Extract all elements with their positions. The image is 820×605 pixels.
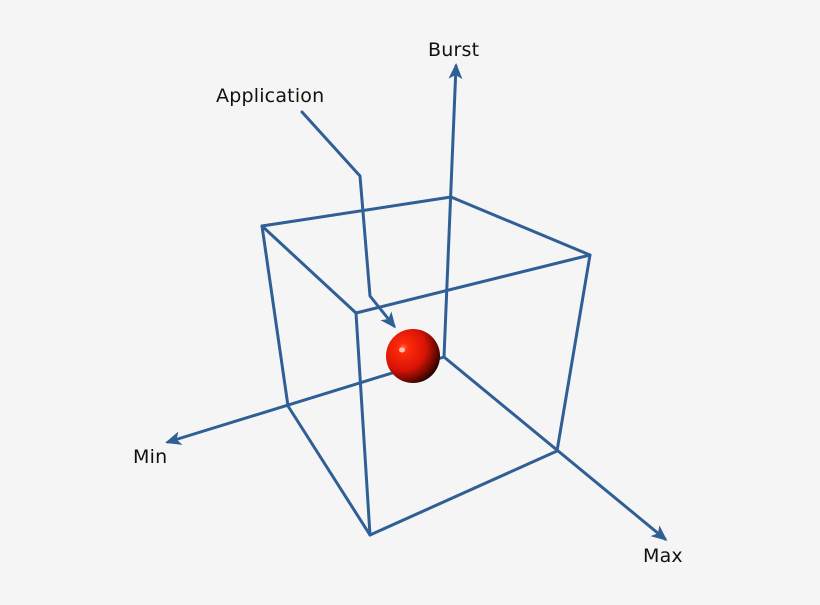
application-label: Application <box>216 85 325 107</box>
cube-edge <box>555 253 592 453</box>
cube-edge <box>260 224 290 408</box>
max-axis-arrow <box>442 355 668 541</box>
max-axis-label: Max <box>643 545 683 567</box>
cube-edge <box>286 404 372 537</box>
axes <box>165 63 668 541</box>
burst-axis-label: Burst <box>428 39 480 61</box>
cube-edge <box>354 311 372 537</box>
cube-edge <box>354 253 592 315</box>
cube-edge <box>260 195 453 228</box>
burst-axis-arrow <box>442 63 463 359</box>
min-axis-label: Min <box>133 446 168 468</box>
cube-edge <box>368 449 559 537</box>
cube-edge <box>260 224 358 315</box>
application-sphere <box>386 329 440 383</box>
application-leader-arrow <box>300 110 396 329</box>
cube-wireframe <box>260 195 592 537</box>
cube-edge <box>449 195 592 257</box>
